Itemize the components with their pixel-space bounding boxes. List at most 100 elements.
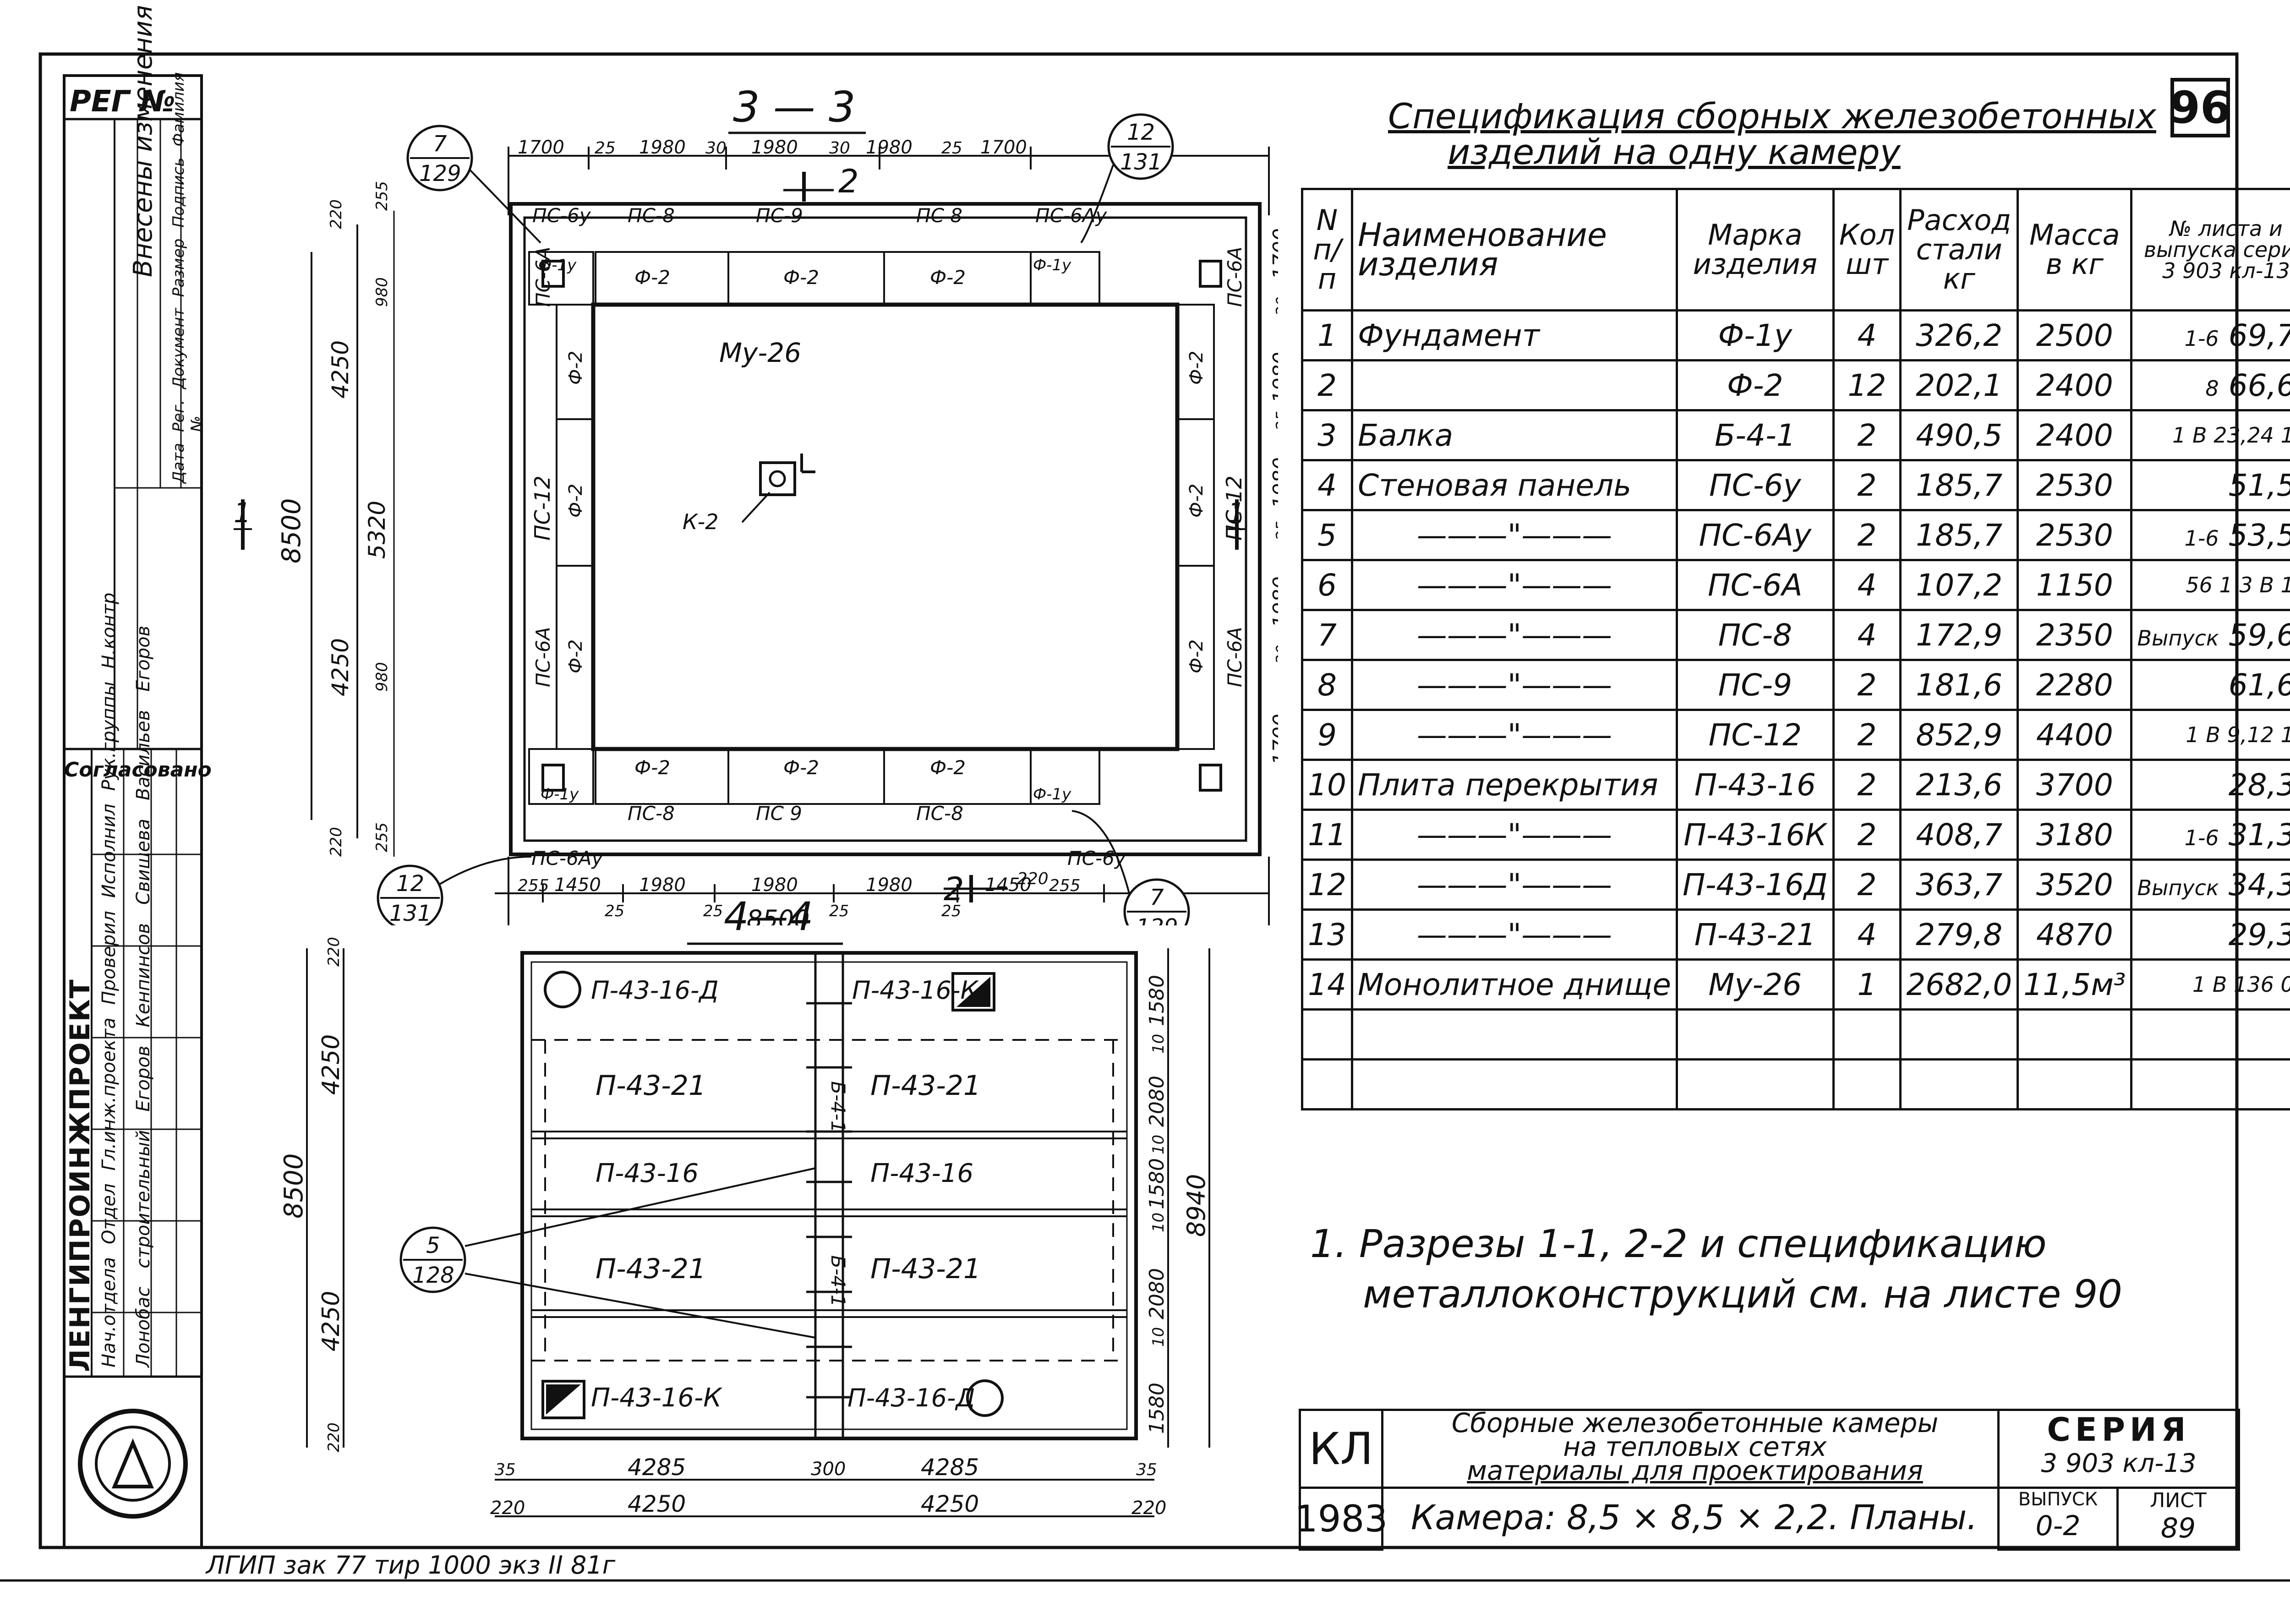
sheet-value: 89 [2160, 1512, 2196, 1544]
row-n: 8 [1301, 659, 1353, 711]
title-year: 1983 [1294, 1497, 1388, 1540]
table-row: 10 Плита перекрытия П-43-16 2 213,6 3700… [1301, 759, 2290, 811]
dim-bottom-overall: 8500 [747, 905, 809, 925]
row-qty: 2 [1832, 858, 1902, 911]
row-sheet-num: 136 0-2 [2234, 972, 2290, 997]
dim-edge-right: 220 [1017, 869, 1049, 888]
dim-top-7: 1980 [866, 137, 913, 158]
row-sheet: 1-6 53,54 [2130, 509, 2290, 561]
row-mark: ПС-6А [1675, 559, 1835, 611]
row-name [1350, 359, 1678, 411]
role-6: Рук.группы [98, 681, 120, 791]
row-sheet: 1-6 31,33 [2130, 809, 2290, 861]
side-stamp-grid [64, 118, 202, 1519]
dim44-bottom2-3: 4250 [921, 1491, 979, 1517]
row-sheet-num: 28,30 [2228, 767, 2290, 803]
row-n: 9 [1301, 709, 1353, 761]
row-sheet: 56 1 3 В 1-7 [2130, 559, 2290, 611]
dim-top-4: 30 [705, 139, 727, 158]
dim44-bottom1-5: 35 [1136, 1460, 1157, 1479]
row-steel: 408,7 [1899, 809, 2019, 861]
dim-top-3: 1980 [639, 137, 686, 158]
row-mark: П-43-16 [1675, 759, 1835, 811]
title-line3: материалы для проектирования [1467, 1455, 1923, 1486]
section-4-4-plan: 4—4 П-43-16-Д П-43-16-К П-43-21 П-43-21 … [279, 894, 1211, 1519]
dim-bottom-5: 1980 [866, 875, 913, 896]
row-sheet: 61,62 [2130, 659, 2290, 711]
row-mass: 3520 [2017, 858, 2133, 911]
dim-left-small-4: 980 [373, 662, 391, 692]
callout-2-bottom: 131 [1120, 149, 1162, 175]
row-qty: 12 [1832, 359, 1902, 411]
dim44-left-2: 4250 [317, 1034, 345, 1095]
row-mass: 2400 [2017, 359, 2133, 411]
section-mark-left: 1 [234, 497, 251, 529]
dim-bottom-gap-4: 25 [941, 902, 961, 920]
table-row: 3 Балка Б-4-1 2 490,5 2400 1 В 23,24 1-7 [1301, 409, 2290, 461]
dim-right-4: 25 [1273, 411, 1278, 431]
row-sheet: 1 В 9,12 1-7 [2130, 709, 2290, 761]
dim44-left-1: 220 [325, 937, 343, 967]
spec-title: Спецификация сборных железобетонных изде… [1388, 98, 2156, 170]
dim-left-2: 5320 [364, 501, 390, 559]
monolithic-bottom-label: Му-26 [719, 337, 801, 368]
row-vyp: 1 В [2172, 423, 2207, 448]
row-name: Монолитное днище [1350, 958, 1678, 1011]
row-steel: 107,2 [1899, 559, 2019, 611]
row-n: 13 [1301, 908, 1353, 961]
row-steel: 363,7 [1899, 858, 2019, 911]
table-row: 14 Монолитное днище Му-26 1 2682,0 11,5м… [1301, 958, 2290, 1011]
slab-3: П-43-21 [596, 1070, 706, 1102]
header-mark: Марка изделия [1675, 188, 1835, 312]
foundation-f2-r1: Ф-2 [1186, 351, 1207, 385]
dim-top-2: 25 [595, 139, 616, 158]
row-name: ———"——— [1350, 858, 1678, 911]
row-qty: 2 [1832, 659, 1902, 711]
table-row: 9 ———"——— ПС-12 2 852,9 4400 1 В 9,12 1-… [1301, 709, 2290, 761]
panel-side-right-1: ПС-6А [1224, 246, 1246, 307]
dim44-left-4: 4250 [317, 1291, 345, 1351]
organization-name: ЛЕНГИПРОИНЖПРОЕКТ [64, 979, 96, 1372]
dim44-right-3: 2080 [1145, 1076, 1169, 1127]
row-steel: 279,8 [1899, 908, 2019, 961]
row-sheet-num: 23,24 1-7 [2213, 423, 2290, 448]
row-sheet-num: 31,33 [2228, 817, 2290, 853]
dim-left-3: 4250 [327, 638, 354, 696]
row-mark: Б-4-1 [1675, 409, 1835, 461]
note: 1. Разрезы 1-1, 2-2 и спецификацию метал… [1310, 1219, 2122, 1319]
dim-right-3: 1980 [1269, 352, 1278, 403]
row-steel: 326,2 [1899, 309, 2019, 361]
row-n: 10 [1301, 759, 1353, 811]
roles-column: Нач.отдела Отдел Гл.инж.проекта Проверил… [98, 592, 120, 1367]
sheet-number: 96 [2170, 82, 2231, 133]
row-sheet: 51,52 [2130, 459, 2290, 511]
issue-cell: ВЫПУСК 0-2 [1997, 1487, 2119, 1551]
row-mark: Ф-1у [1675, 309, 1835, 361]
changes-col-3: Документ [169, 308, 188, 389]
agreed-label: Согласовано [64, 758, 212, 782]
title-line2: на тепловых сетях [1563, 1431, 1827, 1462]
foundation-f1y-br: Ф-1у [1033, 785, 1071, 804]
table-row: 11 ———"——— П-43-16К 2 408,7 3180 1-6 31,… [1301, 809, 2290, 861]
panel-side-left-1: ПС-6А [532, 246, 554, 307]
dim44-right-2: 10 [1149, 1034, 1168, 1054]
dim44-bottom2-4: 220 [1131, 1498, 1166, 1519]
dim-left-small-6: 220 [327, 827, 345, 857]
row-n: 11 [1301, 809, 1353, 861]
dim44-right-4: 10 [1149, 1135, 1168, 1154]
dim44-right-8: 10 [1149, 1327, 1168, 1347]
foundation-f1y-bl: Ф-1у [541, 785, 579, 804]
note-line2: металлоконструкций см. на листе 90 [1363, 1272, 2122, 1317]
row-qty: 4 [1832, 309, 1902, 361]
table-row: 6 ———"——— ПС-6А 4 107,2 1150 56 1 3 В 1-… [1301, 559, 2290, 611]
title-code-cell: КЛ [1299, 1409, 1383, 1489]
row-steel: 172,9 [1899, 609, 2019, 661]
foundation-f2-t3: Ф-2 [930, 266, 966, 289]
row-vyp: Выпуск [2137, 875, 2219, 900]
row-sheet-num: 34,36 [2228, 867, 2290, 902]
row-mark: ПС-8 [1675, 609, 1835, 661]
dim-top-6: 30 [829, 139, 850, 158]
dim-right-7: 1980 [1269, 576, 1278, 628]
row-mark: П-43-21 [1675, 908, 1835, 961]
dim-right-2: 30 [1273, 296, 1278, 316]
